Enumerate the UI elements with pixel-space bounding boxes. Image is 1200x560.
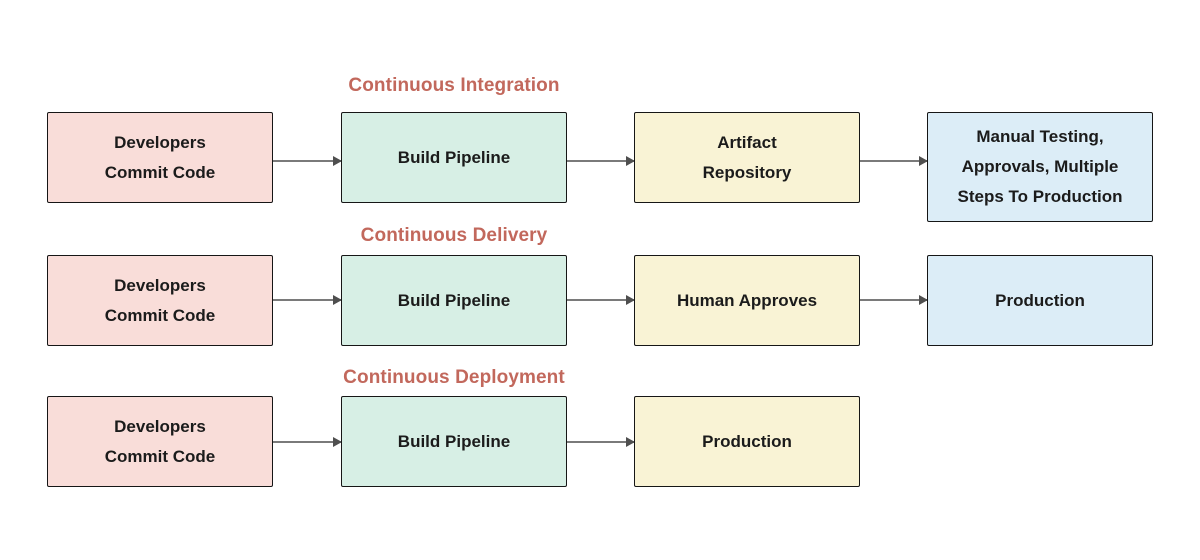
- box-ci-artifact-repository: Artifact Repository: [634, 112, 860, 203]
- box-label-line: Commit Code: [104, 162, 216, 182]
- box-label-line: Developers: [114, 132, 206, 152]
- box-cdep-build-pipeline: Build Pipeline: [341, 396, 567, 487]
- box-label-line: Build Pipeline: [397, 290, 511, 310]
- box-cdep-production: Production: [634, 396, 860, 487]
- box-label-line: Commit Code: [104, 446, 216, 466]
- arrow-ci-build-to-artifact: [567, 156, 635, 166]
- row-title-continuous-deployment: Continuous Deployment: [343, 367, 565, 388]
- box-cd-developers-commit-code: Developers Commit Code: [47, 255, 273, 346]
- arrow-cd-build-to-approves: [567, 295, 635, 305]
- box-cd-human-approves: Human Approves: [634, 255, 860, 346]
- box-label-line: Developers: [114, 275, 206, 295]
- row-title-continuous-delivery: Continuous Delivery: [360, 225, 548, 246]
- arrow-cd-approves-to-production: [860, 295, 928, 305]
- box-cdep-developers-commit-code: Developers Commit Code: [47, 396, 273, 487]
- arrow-cdep-build-to-production: [567, 437, 635, 447]
- box-label-line: Repository: [702, 162, 792, 182]
- box-label-line: Approvals, Multiple: [961, 157, 1119, 176]
- arrow-cdep-commit-to-build: [273, 437, 342, 447]
- box-ci-build-pipeline: Build Pipeline: [341, 112, 567, 203]
- box-ci-developers-commit-code: Developers Commit Code: [47, 112, 273, 203]
- box-cd-production: Production: [927, 255, 1153, 346]
- box-label-line: Human Approves: [676, 290, 818, 310]
- arrow-ci-commit-to-build: [273, 156, 342, 166]
- box-label-line: Build Pipeline: [397, 147, 511, 167]
- box-label-line: Developers: [114, 416, 206, 436]
- box-label-line: Steps To Production: [957, 187, 1123, 206]
- box-cd-build-pipeline: Build Pipeline: [341, 255, 567, 346]
- row-title-continuous-integration: Continuous Integration: [348, 75, 560, 96]
- box-label-line: Production: [995, 290, 1085, 310]
- box-ci-manual-testing-approvals: Manual Testing, Approvals, Multiple Step…: [927, 112, 1153, 222]
- box-label-line: Artifact: [717, 132, 777, 152]
- box-label-line: Commit Code: [104, 305, 216, 325]
- arrow-cd-commit-to-build: [273, 295, 342, 305]
- box-label-line: Manual Testing,: [976, 127, 1104, 146]
- box-label-line: Build Pipeline: [397, 431, 511, 451]
- box-label-line: Production: [702, 431, 792, 451]
- arrow-ci-artifact-to-manual: [860, 156, 928, 166]
